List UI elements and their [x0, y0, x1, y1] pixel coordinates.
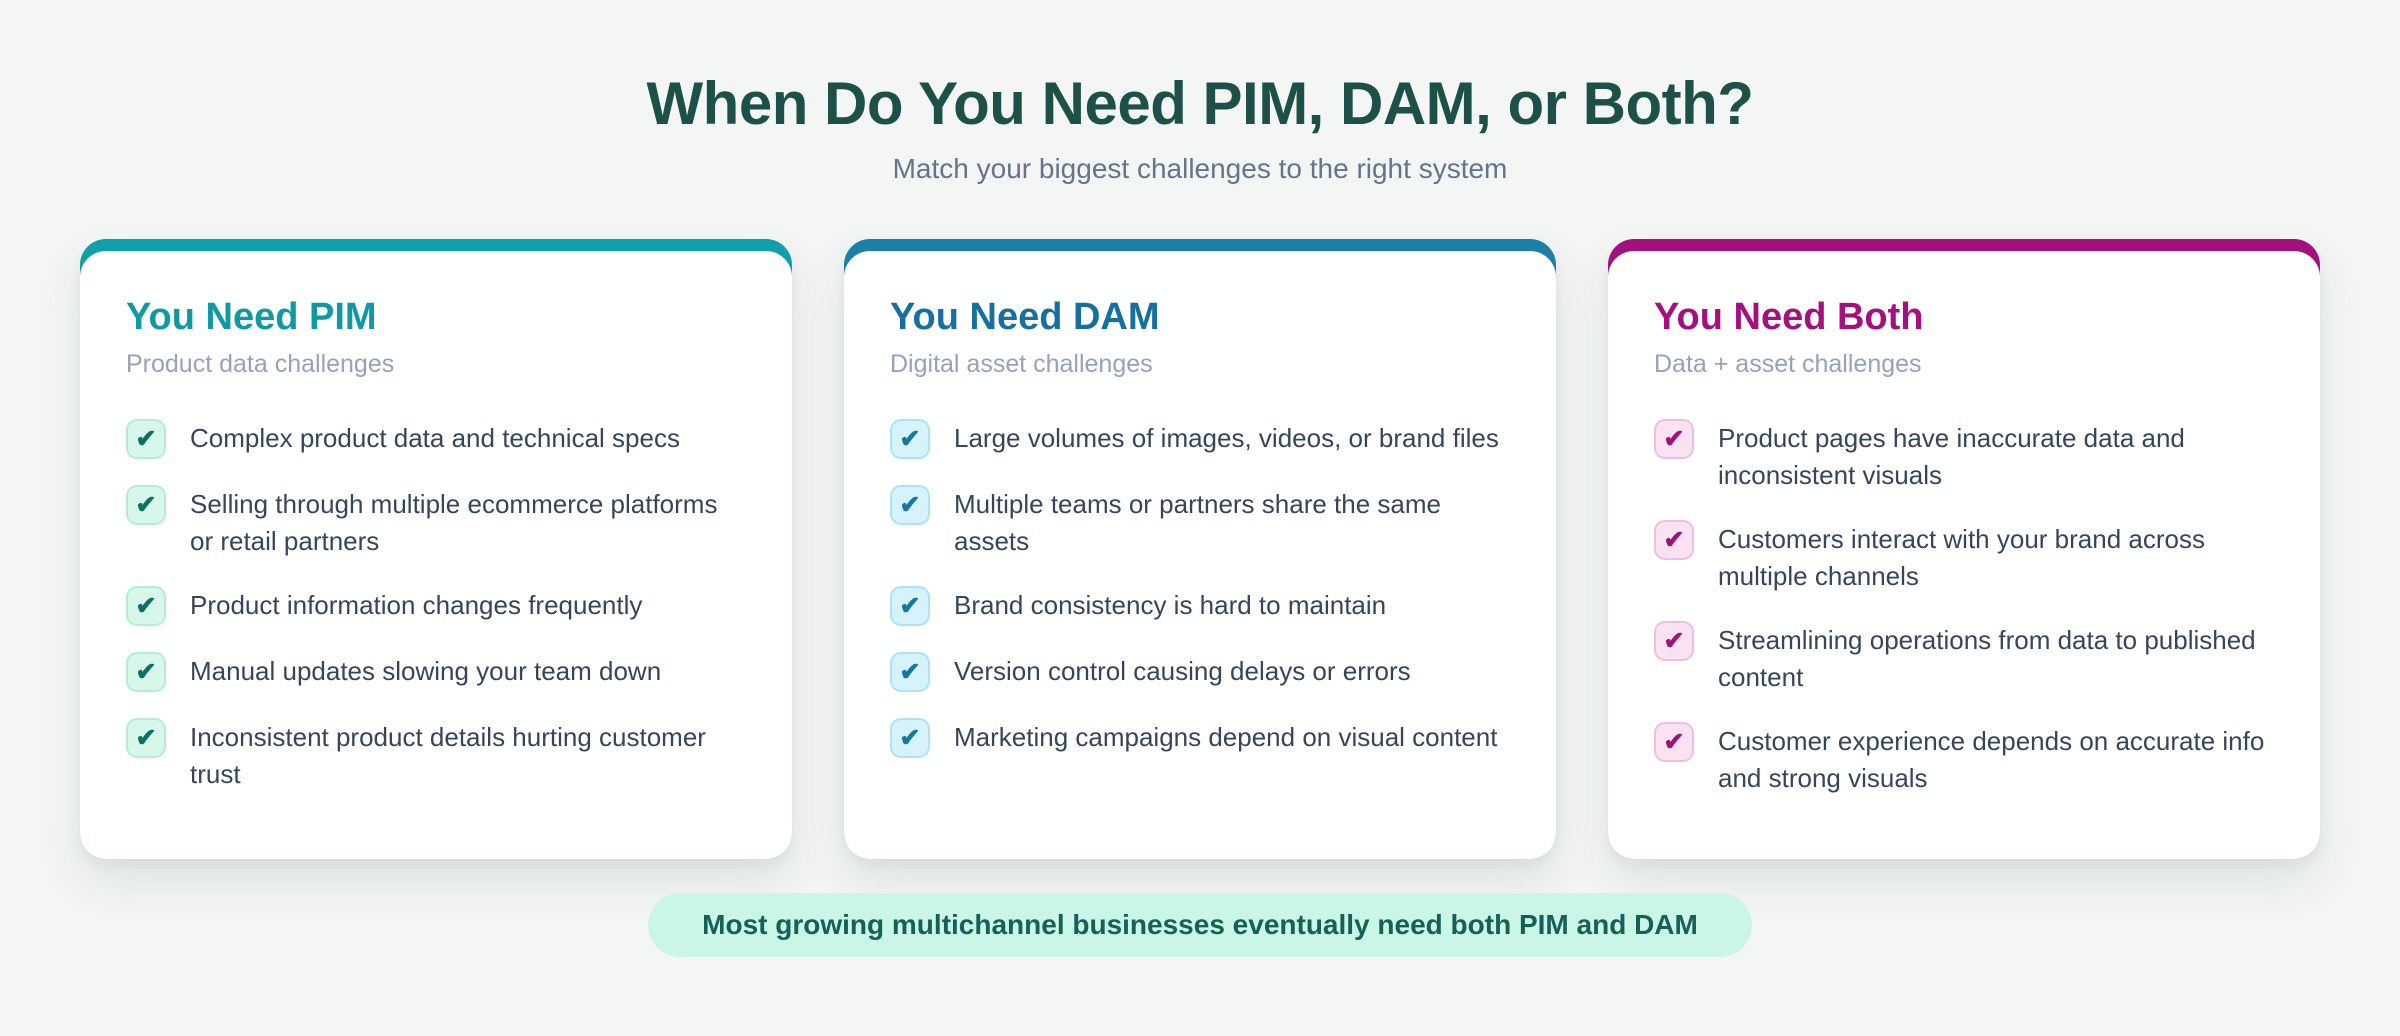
page-title: When Do You Need PIM, DAM, or Both? — [646, 70, 1754, 137]
checklist-item-label: Large volumes of images, videos, or bran… — [954, 423, 1499, 453]
check-icon: ✔ — [126, 419, 166, 459]
checklist-item: ✔ Brand consistency is hard to maintain — [890, 586, 1510, 626]
checklist-item: ✔ Product information changes frequently — [126, 586, 746, 626]
checklist-item-label: Product pages have inaccurate data and i… — [1718, 423, 2185, 490]
checklist-item-label: Marketing campaigns depend on visual con… — [954, 722, 1498, 752]
page-header: When Do You Need PIM, DAM, or Both? Matc… — [0, 0, 2400, 186]
card-title: You Need DAM — [890, 296, 1160, 338]
card-body: You Need Both Data + asset challenges ✔ … — [1608, 251, 2320, 859]
check-icon: ✔ — [890, 652, 930, 692]
checklist-item-label: Customer experience depends on accurate … — [1718, 726, 2265, 793]
check-icon: ✔ — [1654, 722, 1694, 762]
checklist-item-label: Customers interact with your brand acros… — [1718, 524, 2205, 591]
checklist-item: ✔ Complex product data and technical spe… — [126, 419, 746, 459]
checklist-item-label: Selling through multiple ecommerce platf… — [190, 489, 718, 556]
card-body: You Need DAM Digital asset challenges ✔ … — [844, 251, 1556, 859]
check-icon: ✔ — [1654, 621, 1694, 661]
card-pim: You Need PIM Product data challenges ✔ C… — [80, 239, 792, 859]
check-icon: ✔ — [126, 485, 166, 525]
check-icon: ✔ — [1654, 419, 1694, 459]
checklist-item: ✔ Manual updates slowing your team down — [126, 652, 746, 692]
check-icon: ✔ — [126, 718, 166, 758]
checklist-item-label: Streamlining operations from data to pub… — [1718, 625, 2256, 692]
check-icon: ✔ — [890, 586, 930, 626]
card-title: You Need PIM — [126, 296, 377, 338]
checklist-item: ✔ Multiple teams or partners share the s… — [890, 485, 1510, 560]
card-dam: You Need DAM Digital asset challenges ✔ … — [844, 239, 1556, 859]
check-icon: ✔ — [1654, 520, 1694, 560]
checklist: ✔ Large volumes of images, videos, or br… — [890, 419, 1510, 758]
card-subtitle: Data + asset challenges — [1654, 350, 1922, 378]
card-subtitle: Product data challenges — [126, 350, 395, 378]
checklist-item: ✔ Selling through multiple ecommerce pla… — [126, 485, 746, 560]
checklist-item-label: Brand consistency is hard to maintain — [954, 590, 1387, 620]
checklist-item-label: Inconsistent product details hurting cus… — [190, 722, 706, 789]
card-body: You Need PIM Product data challenges ✔ C… — [80, 251, 792, 859]
page-subtitle: Match your biggest challenges to the rig… — [892, 153, 1508, 184]
checklist: ✔ Complex product data and technical spe… — [126, 419, 746, 793]
cards-row: You Need PIM Product data challenges ✔ C… — [0, 239, 2400, 859]
check-icon: ✔ — [890, 718, 930, 758]
check-icon: ✔ — [126, 652, 166, 692]
checklist-item: ✔ Customers interact with your brand acr… — [1654, 520, 2274, 595]
checklist-item-label: Complex product data and technical specs — [190, 423, 680, 453]
checklist-item-label: Multiple teams or partners share the sam… — [954, 489, 1441, 556]
checklist-item-label: Product information changes frequently — [190, 590, 643, 620]
checklist: ✔ Product pages have inaccurate data and… — [1654, 419, 2274, 797]
card-subtitle: Digital asset challenges — [890, 350, 1153, 378]
checklist-item-label: Manual updates slowing your team down — [190, 656, 662, 686]
checklist-item: ✔ Streamlining operations from data to p… — [1654, 621, 2274, 696]
checklist-item: ✔ Inconsistent product details hurting c… — [126, 718, 746, 793]
checklist-item: ✔ Marketing campaigns depend on visual c… — [890, 718, 1510, 758]
checklist-item-label: Version control causing delays or errors — [954, 656, 1411, 686]
check-icon: ✔ — [890, 485, 930, 525]
card-title: You Need Both — [1654, 296, 1924, 338]
checklist-item: ✔ Product pages have inaccurate data and… — [1654, 419, 2274, 494]
checklist-item: ✔ Version control causing delays or erro… — [890, 652, 1510, 692]
check-icon: ✔ — [890, 419, 930, 459]
checklist-item: ✔ Large volumes of images, videos, or br… — [890, 419, 1510, 459]
footer-note-pill: Most growing multichannel businesses eve… — [648, 893, 1752, 957]
card-both: You Need Both Data + asset challenges ✔ … — [1608, 239, 2320, 859]
checklist-item: ✔ Customer experience depends on accurat… — [1654, 722, 2274, 797]
footer-row: Most growing multichannel businesses eve… — [0, 893, 2400, 957]
check-icon: ✔ — [126, 586, 166, 626]
